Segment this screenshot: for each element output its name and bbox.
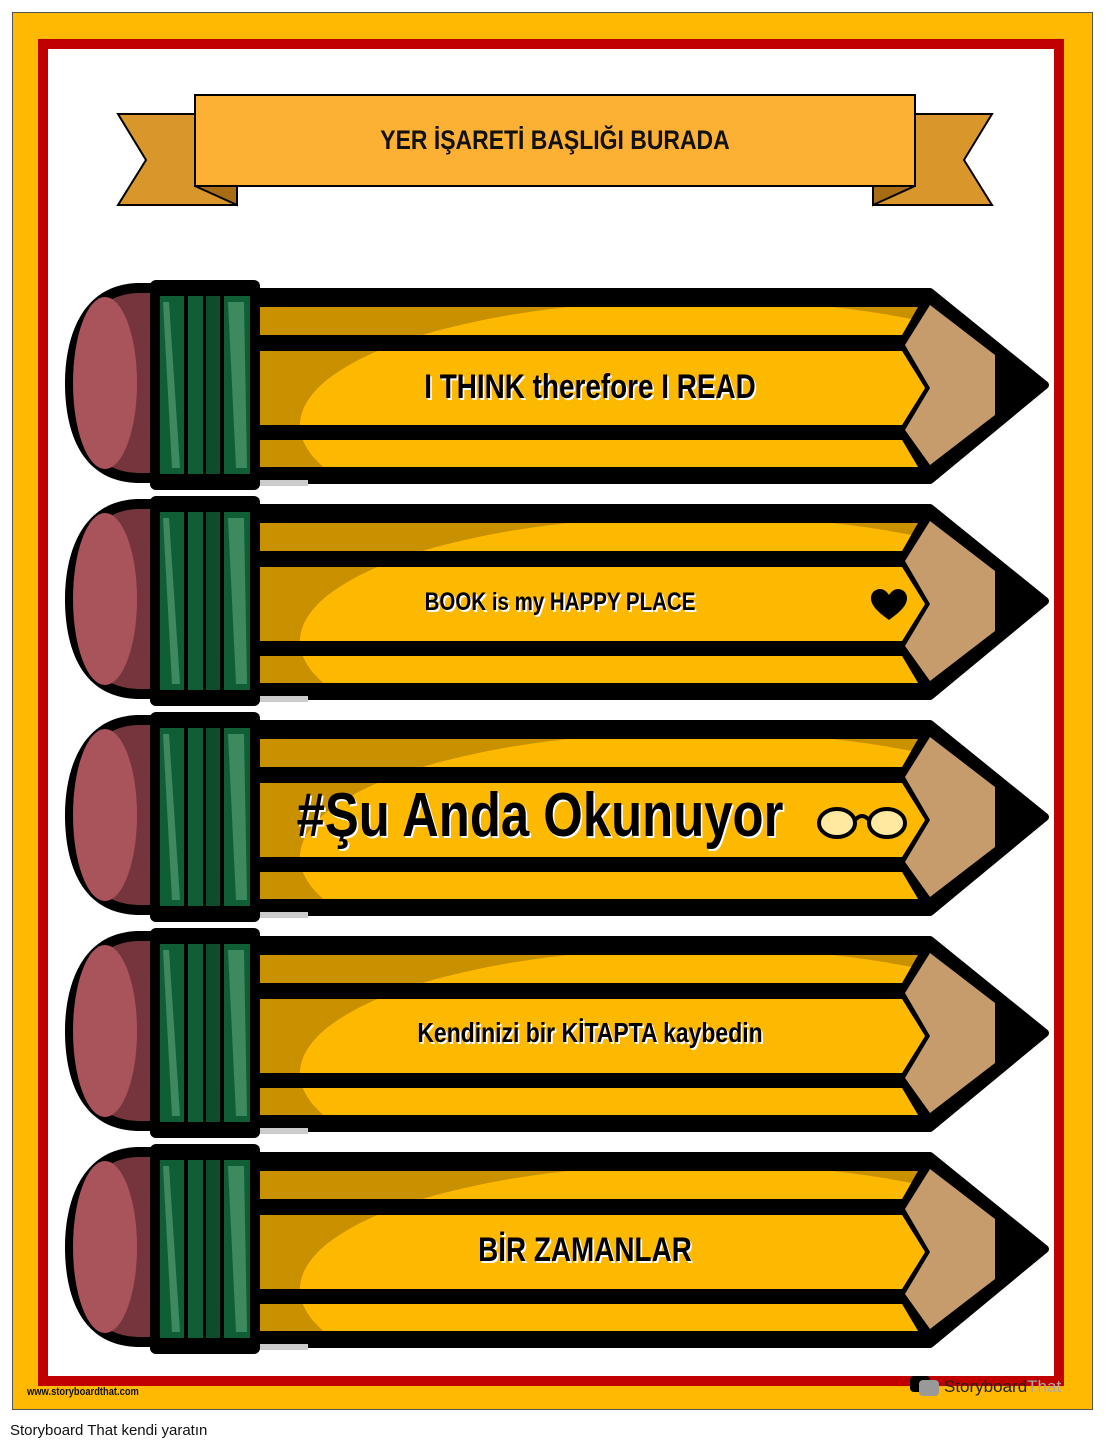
body [254, 720, 1049, 918]
body [254, 288, 1049, 486]
speech-bubble-icon [910, 1376, 939, 1396]
pencil-text-4[interactable]: Kendinizi bir KİTAPTA kaybedin [417, 1017, 763, 1048]
logo-that: That [1027, 1377, 1062, 1396]
body [254, 1152, 1049, 1350]
pencil-4 [65, 928, 1049, 1138]
eraser [65, 283, 160, 483]
storyboardthat-url[interactable]: www.storyboardthat.com [27, 1386, 139, 1398]
eraser [65, 499, 160, 699]
pencil-1 [65, 280, 1049, 490]
pencil-2 [65, 496, 1049, 706]
ferrule [150, 1144, 260, 1354]
pencil-text-5[interactable]: BİR ZAMANLAR [478, 1231, 692, 1269]
storyboardthat-logo: StoryboardThat [910, 1376, 1061, 1398]
pencil-text-3[interactable]: #Şu Anda Okunuyor [296, 781, 784, 850]
pencil-3 [65, 712, 1049, 922]
title-banner [116, 94, 994, 207]
caption-link[interactable]: Storyboard That kendi yaratın [10, 1422, 208, 1439]
glasses-icon [817, 807, 907, 839]
pencil-5 [65, 1144, 1049, 1354]
eraser [65, 715, 160, 915]
body [254, 936, 1049, 1134]
banner-title[interactable]: YER İŞARETİ BAŞLIĞI BURADA [380, 125, 730, 155]
pencil-text-1[interactable]: I THINK therefore I READ [424, 368, 756, 406]
eraser [65, 1147, 160, 1347]
ferrule [150, 712, 260, 922]
ferrule [150, 928, 260, 1138]
pencil-text-2[interactable]: BOOK is my HAPPY PLACE [424, 588, 696, 616]
heart-icon [871, 589, 907, 620]
eraser [65, 931, 160, 1131]
ferrule [150, 280, 260, 490]
logo-story: Storyboard [944, 1377, 1028, 1396]
ferrule [150, 496, 260, 706]
body [254, 504, 1049, 702]
